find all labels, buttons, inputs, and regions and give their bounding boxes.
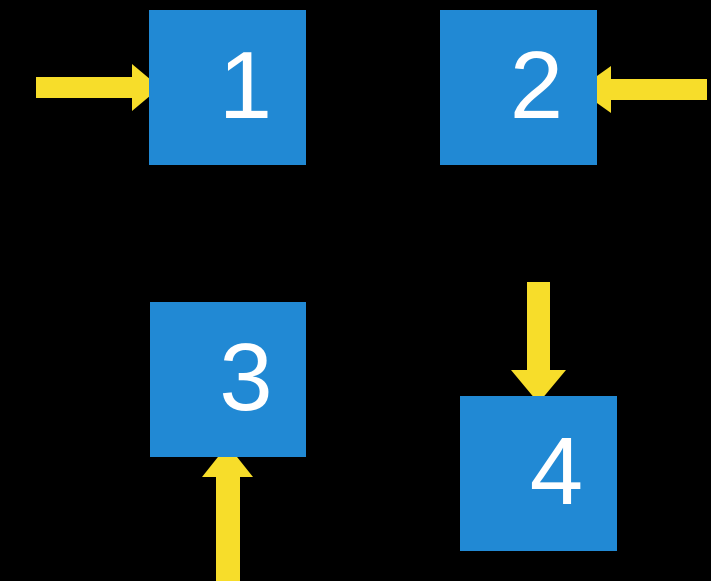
node-label-4: 4	[529, 417, 584, 525]
node-label-2: 2	[509, 31, 564, 139]
node-label-3: 3	[219, 323, 273, 431]
node-box-4[interactable]: 4	[460, 396, 617, 551]
arrow-down-icon	[511, 282, 566, 403]
arrow-left-icon	[578, 66, 707, 113]
node-box-2[interactable]: 2	[440, 10, 597, 165]
arrow-right-icon	[36, 64, 160, 111]
node-box-3[interactable]: 3	[150, 302, 306, 457]
node-box-1[interactable]: 1	[149, 10, 306, 165]
arrow-up-icon	[202, 445, 253, 581]
node-label-1: 1	[218, 31, 273, 139]
